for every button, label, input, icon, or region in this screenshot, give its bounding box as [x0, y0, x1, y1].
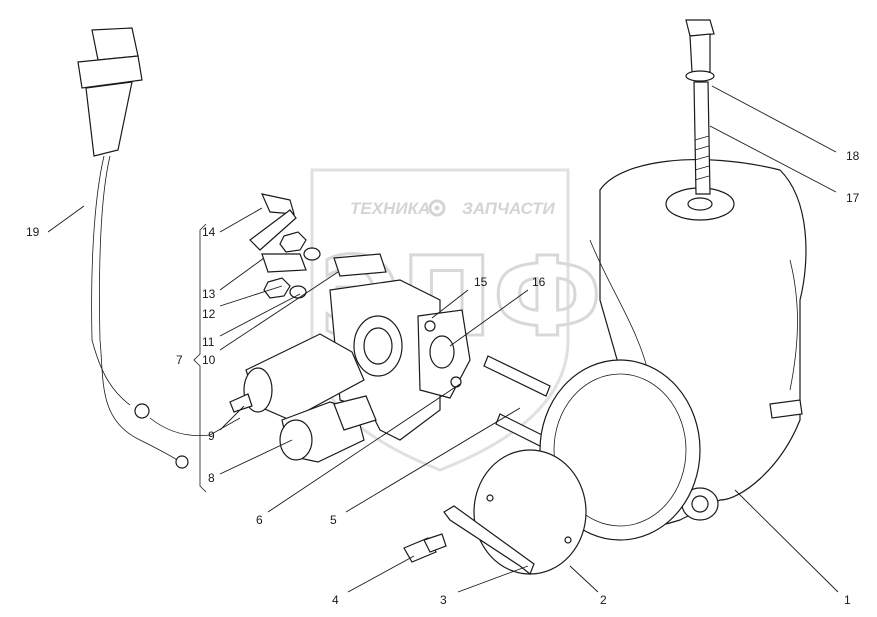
callout-11: 11: [202, 335, 215, 349]
screw: [403, 533, 447, 563]
callout-labels: 1 2 3 4 5 6 7 8 9 10 11 12 13 14 15 16 1…: [26, 149, 860, 607]
callout-15: 15: [474, 275, 488, 289]
top-bolt: [685, 19, 715, 195]
callout-14: 14: [202, 225, 216, 239]
sensor: [279, 395, 377, 463]
watermark-text-right: ЗАПЧАСТИ: [462, 199, 555, 218]
callout-3: 3: [440, 593, 447, 607]
callout-18: 18: [846, 149, 860, 163]
callout-7: 7: [176, 353, 183, 367]
callout-5: 5: [330, 513, 337, 527]
callout-2: 2: [600, 593, 607, 607]
group-bracket: [193, 223, 207, 493]
solenoid: [229, 333, 365, 421]
cover-plate: [473, 449, 587, 575]
watermark-text-left: ТЕХНИКА: [350, 199, 430, 218]
callout-10: 10: [202, 353, 216, 367]
callout-13: 13: [202, 287, 216, 301]
callout-1: 1: [844, 593, 851, 607]
callout-12: 12: [202, 307, 216, 321]
callout-6: 6: [256, 513, 263, 527]
gear-icon: [428, 199, 446, 217]
harness-connector: [77, 27, 241, 469]
retaining-clip: [443, 505, 535, 575]
callout-4: 4: [332, 593, 339, 607]
mounting-bolts: [483, 355, 553, 451]
callout-8: 8: [208, 471, 215, 485]
callout-17: 17: [846, 191, 860, 205]
callout-19: 19: [26, 225, 40, 239]
callout-16: 16: [532, 275, 546, 289]
leader-lines: [47, 85, 839, 593]
callout-9: 9: [208, 429, 215, 443]
small-hardware: [249, 193, 387, 299]
